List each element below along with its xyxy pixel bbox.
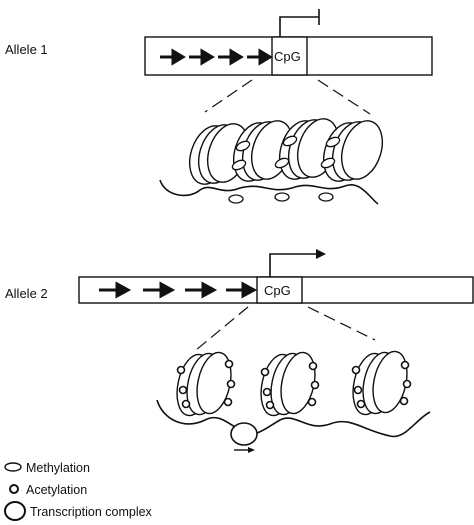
acetylation-icon bbox=[10, 485, 18, 493]
nucleosome bbox=[172, 349, 236, 418]
legend-item-transcription-complex: Transcription complex bbox=[5, 502, 153, 520]
methylation-icon bbox=[5, 463, 21, 471]
nucleosome bbox=[348, 348, 412, 417]
allele-2-cpg-label: CpG bbox=[264, 283, 291, 298]
legend-item-methylation: Methylation bbox=[5, 461, 90, 475]
allele-2-open-chromatin bbox=[157, 348, 430, 453]
allele-2-gene-bar: CpG bbox=[79, 277, 473, 303]
nucleosome bbox=[256, 349, 320, 418]
legend-label-acetylation: Acetylation bbox=[26, 483, 87, 497]
allele-1-label: Allele 1 bbox=[5, 42, 48, 57]
legend: Methylation Acetylation Transcription co… bbox=[5, 461, 153, 520]
allele-1-gene-bar: CpG bbox=[145, 37, 432, 75]
legend-label-transcription-complex: Transcription complex bbox=[30, 505, 153, 519]
transcription-complex bbox=[231, 423, 257, 453]
legend-item-acetylation: Acetylation bbox=[10, 483, 87, 497]
legend-label-methylation: Methylation bbox=[26, 461, 90, 475]
allele-2-label: Allele 2 bbox=[5, 286, 48, 301]
allele-1-zoom-lines bbox=[205, 80, 370, 114]
allele-2-zoom-lines bbox=[196, 307, 375, 350]
allele-1-cpg-label: CpG bbox=[274, 49, 301, 64]
allele-1-condensed-chromatin bbox=[160, 114, 389, 204]
allele-1-blocked-tss bbox=[280, 9, 319, 37]
transcription-complex-icon bbox=[5, 502, 25, 520]
allele-2-active-tss bbox=[270, 249, 326, 277]
